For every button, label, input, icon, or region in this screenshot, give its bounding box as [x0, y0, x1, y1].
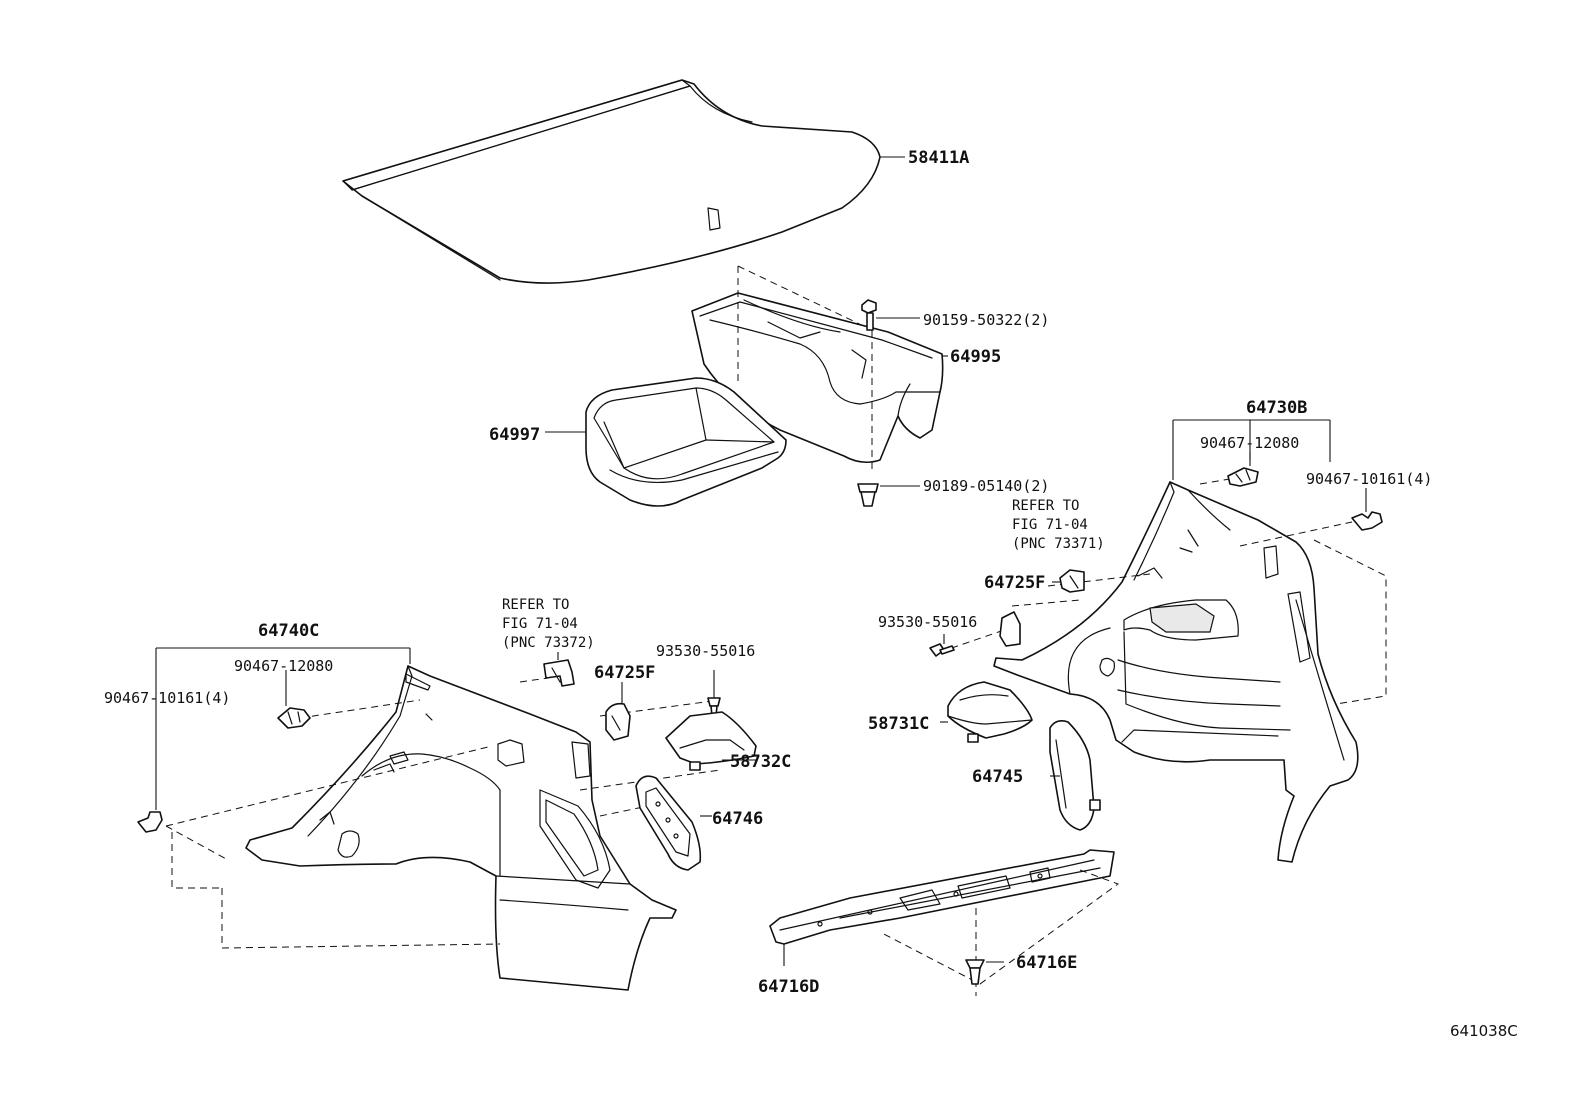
label-64740c: 64740C: [258, 621, 319, 641]
part-64730b-right-quarter-trim[interactable]: [993, 481, 1359, 863]
clip-90467-12080-right[interactable]: [1227, 467, 1259, 487]
label-64716d: 64716D: [758, 977, 819, 997]
clip-90189-05140[interactable]: [857, 483, 879, 507]
fastener-90467-10161-right[interactable]: [1351, 511, 1383, 531]
part-64725f-right-cover[interactable]: [999, 611, 1021, 647]
part-58411a-tonneau-cover[interactable]: [342, 79, 881, 284]
bolt-90159-50322[interactable]: [861, 299, 877, 331]
part-64745-cover[interactable]: [1049, 720, 1101, 831]
label-64995: 64995: [950, 347, 1001, 367]
part-64725f-right-hook[interactable]: [1059, 569, 1085, 593]
part-64746-cover[interactable]: [635, 775, 702, 871]
ref-left-line3: (PNC 73372): [502, 635, 595, 651]
part-64725f-left-hook[interactable]: [605, 702, 631, 741]
label-93530-55016-left: 93530-55016: [656, 642, 755, 660]
ref-right-line3: (PNC 73371): [1012, 536, 1105, 552]
label-58732c: 58732C: [730, 752, 791, 772]
label-90467-10161-left: 90467-10161(4): [104, 689, 230, 707]
label-58731c: 58731C: [868, 714, 929, 734]
label-90159-50322: 90159-50322(2): [923, 311, 1049, 329]
label-64725f-right: 64725F: [984, 573, 1045, 593]
label-64997: 64997: [489, 425, 540, 445]
ref-bracket-73372[interactable]: [543, 659, 575, 687]
label-90467-10161-right: 90467-10161(4): [1306, 470, 1432, 488]
part-64740c-left-quarter-trim[interactable]: [245, 665, 677, 991]
label-64746: 64746: [712, 809, 763, 829]
clip-90467-12080-left[interactable]: [277, 707, 311, 729]
diagram-code: 641038C: [1450, 1022, 1518, 1040]
ref-right-line2: FIG 71-04: [1012, 517, 1088, 533]
part-58731c-cover[interactable]: [947, 681, 1033, 743]
ref-right-line1: REFER TO: [1012, 498, 1079, 514]
ref-left-line1: REFER TO: [502, 597, 569, 613]
label-58411a: 58411A: [908, 148, 969, 168]
label-64725f-left: 64725F: [594, 663, 655, 683]
label-93530-55016-right: 93530-55016: [878, 613, 977, 631]
label-64745: 64745: [972, 767, 1023, 787]
label-90467-12080-left: 90467-12080: [234, 657, 333, 675]
label-90189-05140: 90189-05140(2): [923, 477, 1049, 495]
screw-93530-55016-right[interactable]: [929, 643, 955, 657]
ref-left-line2: FIG 71-04: [502, 616, 578, 632]
part-64997-storage-box[interactable]: [585, 377, 787, 507]
fastener-90467-10161-left[interactable]: [137, 811, 163, 833]
part-58732c-cover[interactable]: [665, 711, 757, 771]
label-64716e: 64716E: [1016, 953, 1077, 973]
part-64716e-clip[interactable]: [965, 959, 985, 985]
label-64730b: 64730B: [1246, 398, 1307, 418]
label-90467-12080-right: 90467-12080: [1200, 434, 1299, 452]
part-64716d-sill-plate[interactable]: [769, 849, 1115, 945]
